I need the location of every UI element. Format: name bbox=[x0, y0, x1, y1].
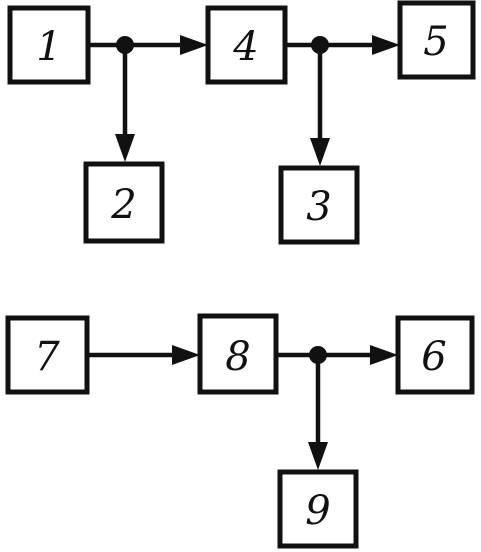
block-6: 6 bbox=[395, 315, 475, 395]
arrowhead-into-2 bbox=[115, 134, 135, 162]
arrowhead-into-8 bbox=[172, 345, 200, 365]
arrowhead-into-3 bbox=[310, 138, 330, 166]
junction-dot-1 bbox=[116, 36, 134, 54]
block-9: 9 bbox=[277, 469, 359, 549]
block-7-label: 7 bbox=[34, 334, 60, 380]
junction-dot-2 bbox=[311, 36, 329, 54]
block-2-label: 2 bbox=[110, 182, 136, 228]
block-9-label: 9 bbox=[305, 488, 330, 534]
arrowhead-into-5 bbox=[372, 35, 400, 55]
block-5: 5 bbox=[397, 0, 476, 80]
arrowhead-into-6 bbox=[370, 345, 398, 365]
block-3-label: 3 bbox=[306, 184, 331, 230]
arrowhead-into-4 bbox=[180, 35, 208, 55]
block-4: 4 bbox=[205, 5, 288, 85]
block-6-label: 6 bbox=[421, 334, 446, 380]
block-7: 7 bbox=[5, 315, 90, 395]
block-1-label: 1 bbox=[36, 24, 61, 70]
block-3: 3 bbox=[278, 165, 360, 245]
block-8-label: 8 bbox=[225, 334, 250, 380]
block-1: 1 bbox=[7, 5, 91, 85]
arrowhead-into-9 bbox=[308, 442, 328, 470]
block-5-label: 5 bbox=[423, 19, 448, 65]
block-8: 8 bbox=[197, 313, 279, 395]
block-4-label: 4 bbox=[232, 24, 258, 70]
junction-dot-3 bbox=[309, 346, 327, 364]
block-2: 2 bbox=[83, 161, 165, 244]
